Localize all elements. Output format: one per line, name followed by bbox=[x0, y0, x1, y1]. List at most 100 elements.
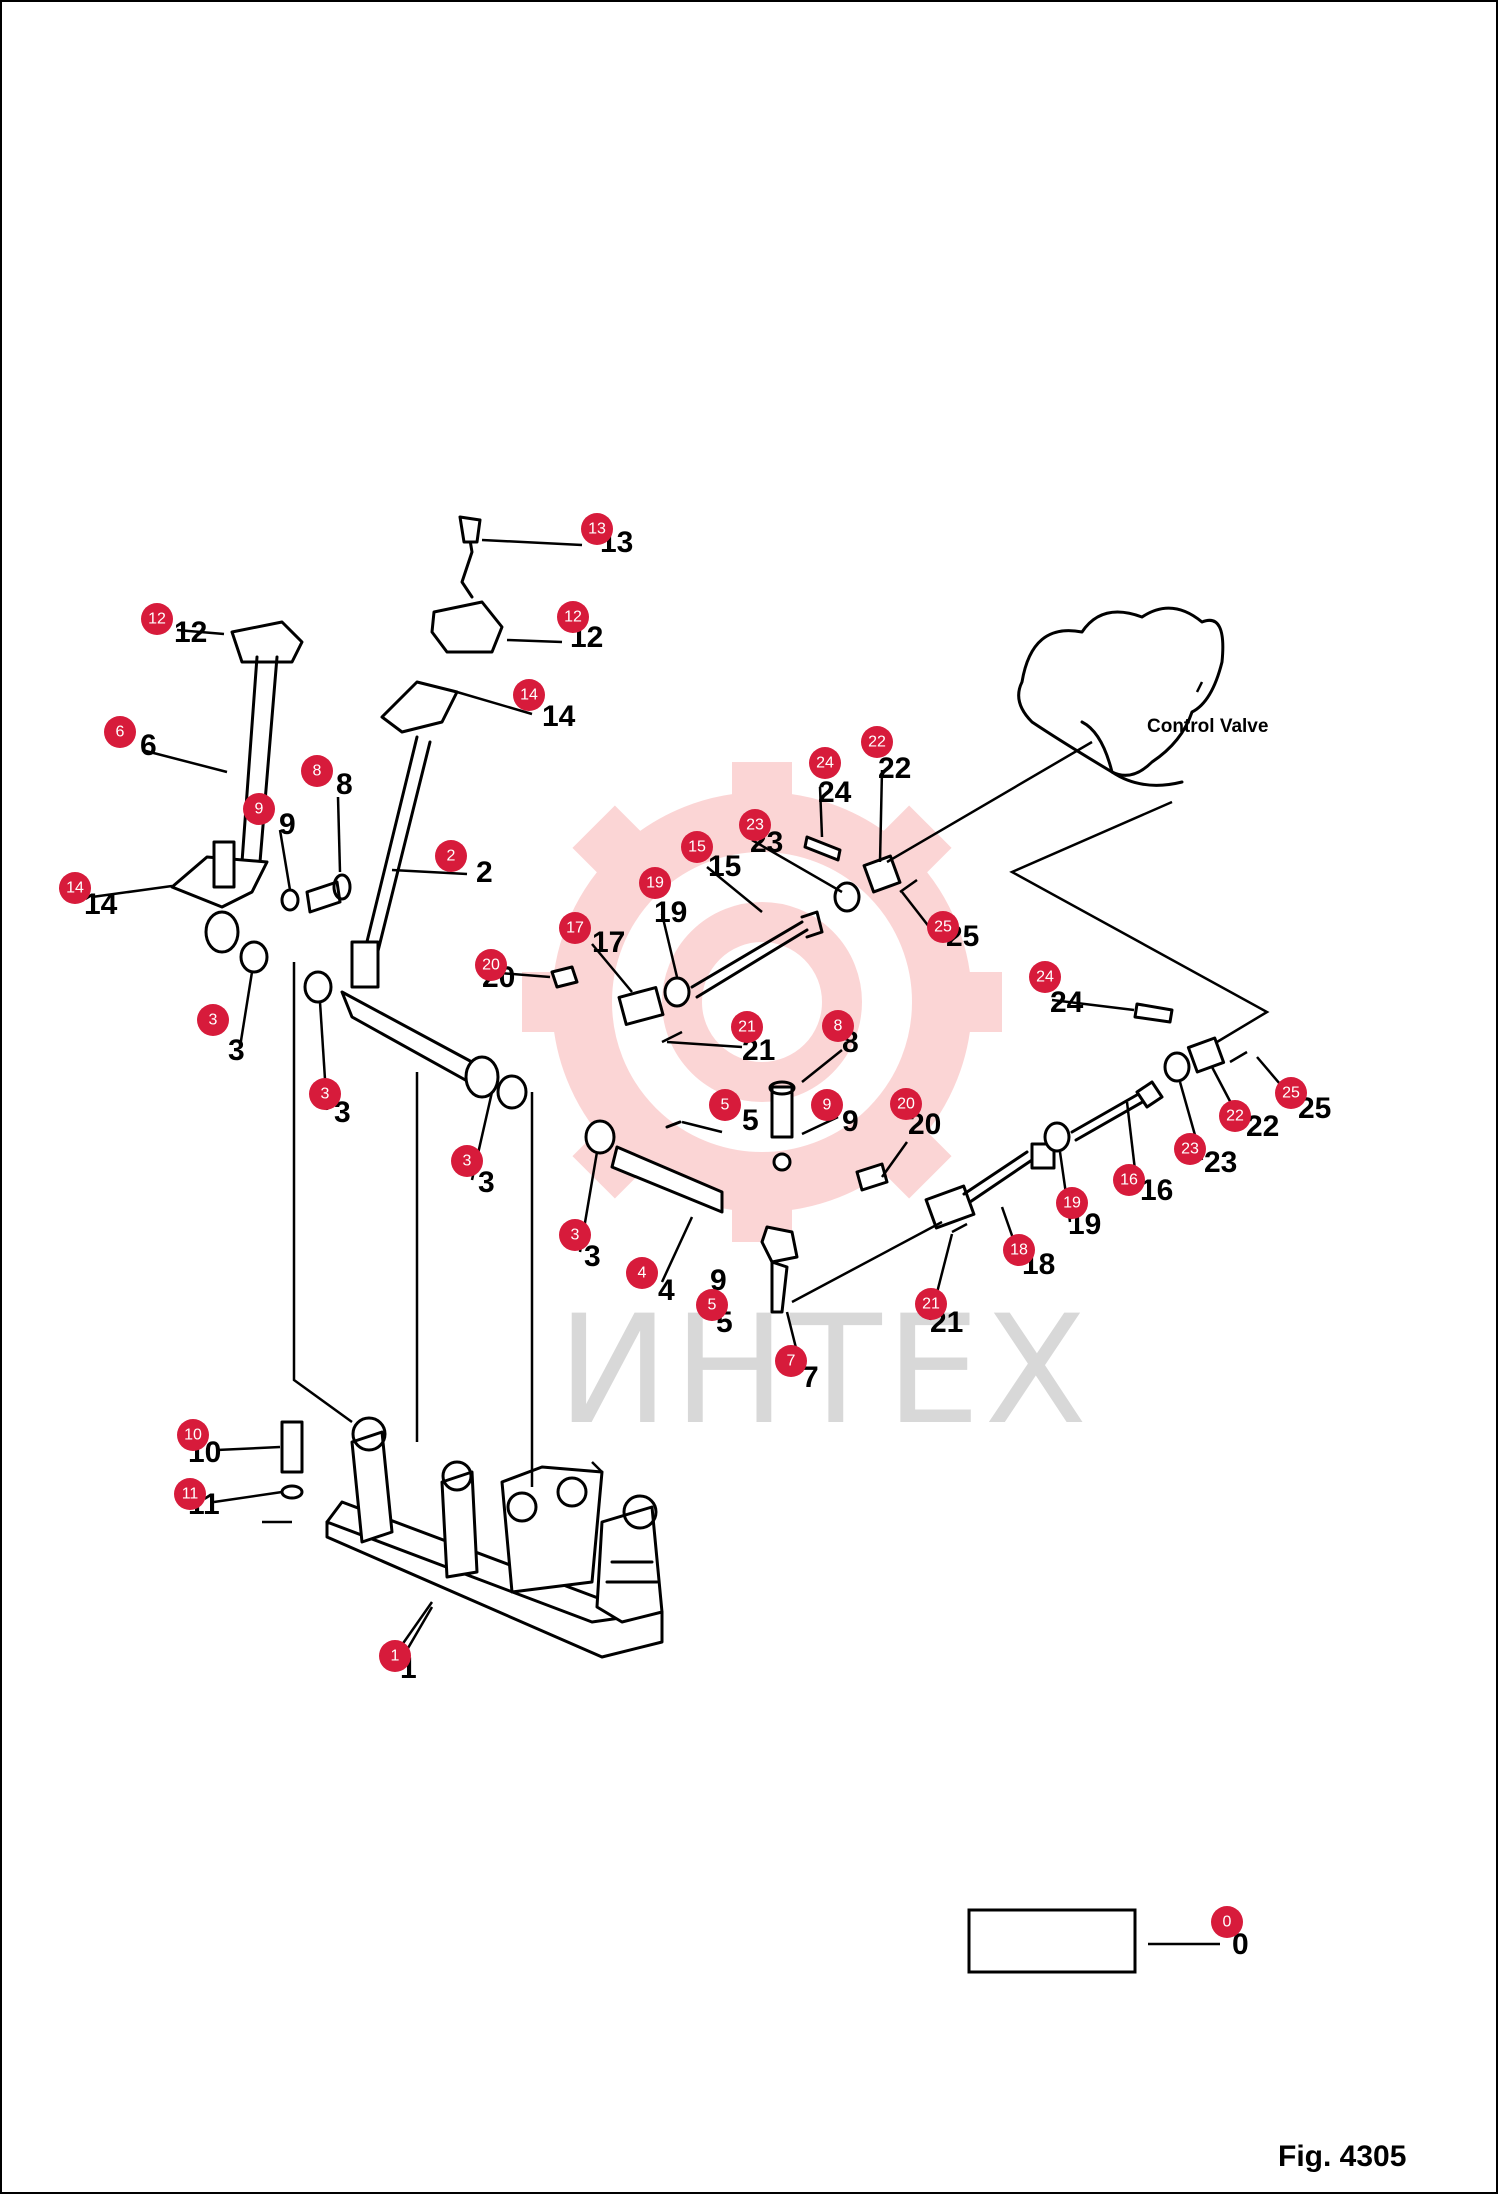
callout-badge-23[interactable]: 23 bbox=[1174, 1133, 1206, 1165]
callout-marker[interactable] bbox=[435, 840, 467, 872]
callout-badge-17[interactable]: 17 bbox=[559, 912, 591, 944]
callout-badge-12[interactable]: 12 bbox=[557, 601, 589, 633]
callout-marker[interactable] bbox=[775, 1345, 807, 1377]
callout-badge-3[interactable]: 3 bbox=[451, 1145, 483, 1177]
callout-badge-14[interactable]: 14 bbox=[513, 679, 545, 711]
callout-marker[interactable] bbox=[639, 867, 671, 899]
callout-badge-9[interactable]: 9 bbox=[811, 1089, 843, 1121]
callout-marker[interactable] bbox=[243, 793, 275, 825]
callout-label: 23 bbox=[1181, 1141, 1199, 1158]
callout-badge-4[interactable]: 4 bbox=[626, 1257, 658, 1289]
callout-marker[interactable] bbox=[513, 679, 545, 711]
callout-label: 12 bbox=[148, 611, 166, 628]
callout-marker[interactable] bbox=[301, 755, 333, 787]
callout-marker[interactable] bbox=[809, 747, 841, 779]
callout-badge-25[interactable]: 25 bbox=[927, 911, 959, 943]
callout-badge-25[interactable]: 25 bbox=[1275, 1077, 1307, 1109]
callout-marker[interactable] bbox=[104, 716, 136, 748]
assembly-lines bbox=[262, 962, 603, 1524]
callout-marker[interactable] bbox=[1029, 961, 1061, 993]
leader-line bbox=[751, 838, 843, 894]
callout-badge-18[interactable]: 18 bbox=[1003, 1234, 1035, 1266]
callout-badge-12[interactable]: 12 bbox=[141, 603, 173, 635]
callout-badge-24[interactable]: 24 bbox=[1029, 961, 1061, 993]
callout-badge-19[interactable]: 19 bbox=[1056, 1187, 1088, 1219]
callout-label: 14 bbox=[66, 880, 84, 897]
callout-badge-13[interactable]: 13 bbox=[581, 513, 613, 545]
callout-marker[interactable] bbox=[696, 1289, 728, 1321]
part-number: 19 bbox=[654, 896, 687, 929]
callout-badge-3[interactable]: 3 bbox=[197, 1004, 229, 1036]
callout-marker[interactable] bbox=[822, 1010, 854, 1042]
callout-label: 9 bbox=[255, 801, 264, 818]
callout-badge-8[interactable]: 8 bbox=[301, 755, 333, 787]
callout-badge-8[interactable]: 8 bbox=[822, 1010, 854, 1042]
callout-marker[interactable] bbox=[379, 1640, 411, 1672]
callout-marker[interactable] bbox=[1056, 1187, 1088, 1219]
callout-marker[interactable] bbox=[177, 1419, 209, 1451]
callout-marker[interactable] bbox=[1113, 1164, 1145, 1196]
callout-marker[interactable] bbox=[557, 601, 589, 633]
callout-marker[interactable] bbox=[451, 1145, 483, 1177]
leader-line bbox=[141, 748, 228, 774]
callout-badge-6[interactable]: 6 bbox=[104, 716, 136, 748]
callout-marker[interactable] bbox=[626, 1257, 658, 1289]
callout-marker[interactable] bbox=[1219, 1100, 1251, 1132]
callout-marker[interactable] bbox=[1211, 1906, 1243, 1938]
callout-marker[interactable] bbox=[861, 726, 893, 758]
callout-marker[interactable] bbox=[309, 1078, 341, 1110]
callout-badge-14[interactable]: 14 bbox=[59, 872, 91, 904]
callout-badge-15[interactable]: 15 bbox=[681, 831, 713, 863]
callout-badge-21[interactable]: 21 bbox=[731, 1011, 763, 1043]
callout-label: 22 bbox=[868, 734, 886, 751]
callout-badge-20[interactable]: 20 bbox=[475, 949, 507, 981]
callout-badge-5[interactable]: 5 bbox=[696, 1289, 728, 1321]
callout-badge-21[interactable]: 21 bbox=[915, 1288, 947, 1320]
callout-badge-16[interactable]: 16 bbox=[1113, 1164, 1145, 1196]
leader-line bbox=[880, 1141, 909, 1178]
callout-badge-10[interactable]: 10 bbox=[177, 1419, 209, 1451]
callout-marker[interactable] bbox=[559, 912, 591, 944]
callout-marker[interactable] bbox=[1275, 1077, 1307, 1109]
leader-line bbox=[213, 1490, 283, 1504]
callout-marker[interactable] bbox=[59, 872, 91, 904]
callout-badge-24[interactable]: 24 bbox=[809, 747, 841, 779]
callout-badge-0[interactable]: 0 bbox=[1211, 1906, 1243, 1938]
leader-line bbox=[878, 769, 884, 863]
callout-marker[interactable] bbox=[739, 809, 771, 841]
part-number: 3 bbox=[584, 1240, 601, 1273]
callout-badge-7[interactable]: 7 bbox=[775, 1345, 807, 1377]
callout-marker[interactable] bbox=[709, 1089, 741, 1121]
callout-marker[interactable] bbox=[731, 1011, 763, 1043]
callout-label: 5 bbox=[708, 1297, 717, 1314]
leader-line bbox=[481, 538, 583, 547]
callout-marker[interactable] bbox=[681, 831, 713, 863]
callout-badge-2[interactable]: 2 bbox=[435, 840, 467, 872]
callout-badge-3[interactable]: 3 bbox=[559, 1219, 591, 1251]
upper-rod bbox=[550, 835, 918, 1044]
callout-badge-22[interactable]: 22 bbox=[1219, 1100, 1251, 1132]
callout-badge-9[interactable]: 9 bbox=[243, 793, 275, 825]
callout-label: 9 bbox=[823, 1097, 832, 1114]
callout-marker[interactable] bbox=[927, 911, 959, 943]
callout-badge-19[interactable]: 19 bbox=[639, 867, 671, 899]
callout-badge-5[interactable]: 5 bbox=[709, 1089, 741, 1121]
callout-badge-20[interactable]: 20 bbox=[890, 1088, 922, 1120]
right-lever bbox=[350, 515, 504, 989]
callout-marker[interactable] bbox=[811, 1089, 843, 1121]
callout-marker[interactable] bbox=[1174, 1133, 1206, 1165]
callout-marker[interactable] bbox=[559, 1219, 591, 1251]
callout-badge-23[interactable]: 23 bbox=[739, 809, 771, 841]
callout-badge-22[interactable]: 22 bbox=[861, 726, 893, 758]
callout-marker[interactable] bbox=[141, 603, 173, 635]
callout-marker[interactable] bbox=[915, 1288, 947, 1320]
callout-marker[interactable] bbox=[890, 1088, 922, 1120]
callout-badge-3[interactable]: 3 bbox=[309, 1078, 341, 1110]
callout-badge-1[interactable]: 1 bbox=[379, 1640, 411, 1672]
callout-badge-11[interactable]: 11 bbox=[174, 1478, 206, 1510]
callout-marker[interactable] bbox=[475, 949, 507, 981]
callout-marker[interactable] bbox=[197, 1004, 229, 1036]
callout-marker[interactable] bbox=[581, 513, 613, 545]
callout-marker[interactable] bbox=[174, 1478, 206, 1510]
callout-marker[interactable] bbox=[1003, 1234, 1035, 1266]
